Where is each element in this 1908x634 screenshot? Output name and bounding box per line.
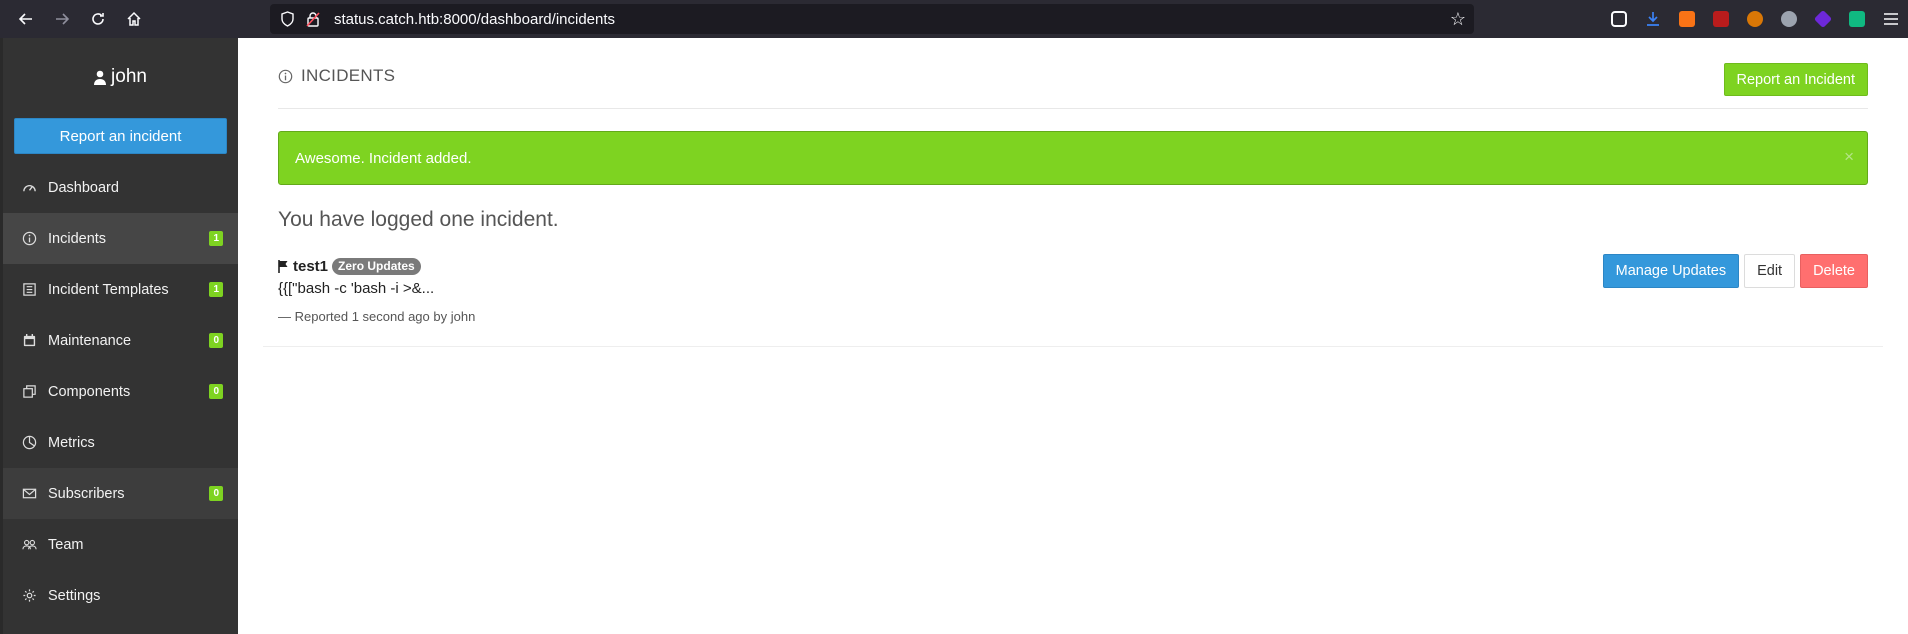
incident-header: test1 Zero Updates xyxy=(278,258,421,275)
download-icon[interactable] xyxy=(1636,4,1670,34)
extensions-toolbar xyxy=(1602,0,1908,38)
back-button[interactable] xyxy=(8,4,44,34)
sidebar-item-label: Dashboard xyxy=(48,179,119,196)
sidebar-item-incident-templates[interactable]: Incident Templates 1 xyxy=(3,264,238,315)
incident-row: test1 Zero Updates {{["bash -c 'bash -i … xyxy=(263,254,1883,347)
user-profile[interactable]: john xyxy=(3,56,238,98)
hamburger-menu-icon[interactable] xyxy=(1874,4,1908,34)
report-incident-top-button[interactable]: Report an Incident xyxy=(1723,63,1868,96)
sidebar-item-dashboard[interactable]: Dashboard xyxy=(3,162,238,213)
delete-button[interactable]: Delete xyxy=(1800,254,1868,288)
insecure-lock-icon[interactable] xyxy=(304,10,322,28)
info-circle-icon xyxy=(19,229,39,249)
envelope-icon xyxy=(19,484,39,504)
info-circle-icon xyxy=(278,69,293,84)
username: john xyxy=(111,66,147,87)
tracking-shield-icon[interactable] xyxy=(278,10,296,28)
extension-ghost-icon[interactable] xyxy=(1772,4,1806,34)
sidebar-item-label: Components xyxy=(48,383,131,400)
calendar-icon xyxy=(19,331,39,351)
count-badge: 1 xyxy=(209,231,223,246)
home-icon xyxy=(127,11,141,26)
bookmark-star-icon[interactable]: ☆ xyxy=(1449,8,1466,29)
sidebar-item-label: Metrics xyxy=(48,434,95,451)
components-icon xyxy=(19,382,39,402)
sidebar-item-label: Maintenance xyxy=(48,332,132,349)
arrow-left-icon xyxy=(18,13,32,25)
page-title: INCIDENTS xyxy=(278,66,395,86)
alert-message: Awesome. Incident added. xyxy=(295,149,472,167)
gauge-icon xyxy=(19,178,39,198)
count-badge: 1 xyxy=(209,282,223,297)
sidebar-item-label: Incidents xyxy=(48,230,107,247)
incident-meta: — Reported 1 second ago by john xyxy=(278,309,476,324)
extension-cube-icon[interactable] xyxy=(1806,4,1840,34)
alert-close-button[interactable]: × xyxy=(1844,147,1854,166)
incident-actions: Manage Updates Edit Delete xyxy=(1598,254,1868,288)
address-bar[interactable]: status.catch.htb:8000/dashboard/incident… xyxy=(270,4,1474,34)
status-badge: Zero Updates xyxy=(332,258,421,275)
sidebar-item-metrics[interactable]: Metrics xyxy=(3,417,238,468)
report-incident-button[interactable]: Report an incident xyxy=(14,118,227,154)
incident-summary: You have logged one incident. xyxy=(278,208,559,231)
count-badge: 0 xyxy=(209,486,223,501)
sidebar-item-team[interactable]: Team xyxy=(3,519,238,570)
page-header: INCIDENTS Report an Incident xyxy=(278,38,1868,109)
user-icon xyxy=(94,70,107,85)
cookie-icon[interactable] xyxy=(1738,4,1772,34)
page-title-text: INCIDENTS xyxy=(301,66,396,85)
reload-button[interactable] xyxy=(80,4,116,34)
sidebar-item-label: Settings xyxy=(48,587,101,604)
sidebar-item-label: Incident Templates xyxy=(48,281,169,298)
main-content: INCIDENTS Report an Incident Awesome. In… xyxy=(263,38,1883,634)
count-badge: 0 xyxy=(209,333,223,348)
foxyproxy-icon[interactable] xyxy=(1670,4,1704,34)
forward-button[interactable] xyxy=(44,4,80,34)
manage-updates-button[interactable]: Manage Updates xyxy=(1602,254,1740,288)
gear-icon xyxy=(19,586,39,606)
team-icon xyxy=(19,535,39,555)
ublock-icon[interactable] xyxy=(1704,4,1738,34)
sidebar-item-settings[interactable]: Settings xyxy=(3,570,238,621)
incident-name[interactable]: test1 xyxy=(293,258,329,275)
pie-chart-icon xyxy=(19,433,39,453)
reload-icon xyxy=(92,13,104,25)
count-badge: 0 xyxy=(209,384,223,399)
sidebar-item-label: Subscribers xyxy=(48,485,125,502)
home-button[interactable] xyxy=(116,4,152,34)
sidebar-item-components[interactable]: Components 0 xyxy=(3,366,238,417)
arrow-right-icon xyxy=(56,13,70,25)
success-alert: Awesome. Incident added. × xyxy=(278,131,1868,185)
sidebar-item-incidents[interactable]: Incidents 1 xyxy=(3,213,238,264)
pocket-icon[interactable] xyxy=(1602,4,1636,34)
browser-toolbar: status.catch.htb:8000/dashboard/incident… xyxy=(0,0,1908,38)
incident-message: {{["bash -c 'bash -i >&... xyxy=(278,280,435,297)
sidebar-item-subscribers[interactable]: Subscribers 0 xyxy=(3,468,238,519)
sidebar-item-label: Team xyxy=(48,536,84,553)
url-text[interactable]: status.catch.htb:8000/dashboard/incident… xyxy=(334,10,616,28)
extension-shield-icon[interactable] xyxy=(1840,4,1874,34)
edit-button[interactable]: Edit xyxy=(1744,254,1796,288)
nav-buttons xyxy=(8,4,152,34)
template-icon xyxy=(19,280,39,300)
flag-icon xyxy=(278,260,289,273)
sidebar-item-maintenance[interactable]: Maintenance 0 xyxy=(3,315,238,366)
